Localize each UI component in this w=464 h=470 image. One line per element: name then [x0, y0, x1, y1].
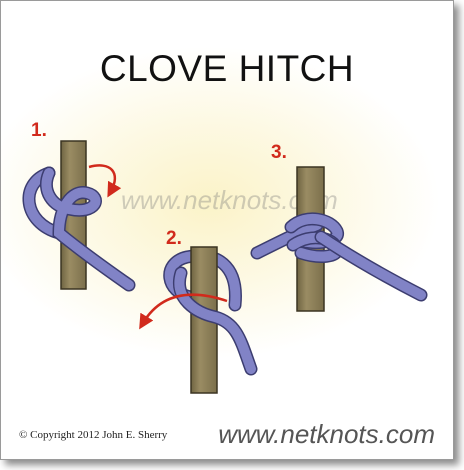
step-3-rope-left-fill [252, 220, 322, 258]
diagram-frame: CLOVE HITCH www.netknots.com [0, 0, 454, 460]
step-1-label: 1. [31, 120, 47, 141]
step-2-arrow [139, 293, 228, 330]
clove-hitch-illustration [22, 140, 428, 394]
copyright-notice: © Copyright 2012 John E. Sherry [19, 429, 168, 441]
step-1-illustration [22, 140, 136, 292]
page-title: CLOVE HITCH [99, 48, 355, 89]
step-2-rope-front-fill [174, 268, 256, 374]
step-3-illustration [250, 166, 428, 312]
step-1-rope-front-fill [41, 168, 134, 290]
step-3-rope-right-fill [316, 232, 426, 300]
step-1-arrow [88, 164, 122, 198]
step-2-label: 2. [166, 228, 182, 249]
step-3-label: 3. [271, 142, 287, 163]
site-url: www.netknots.com [218, 419, 435, 449]
step-2-illustration [139, 246, 258, 394]
